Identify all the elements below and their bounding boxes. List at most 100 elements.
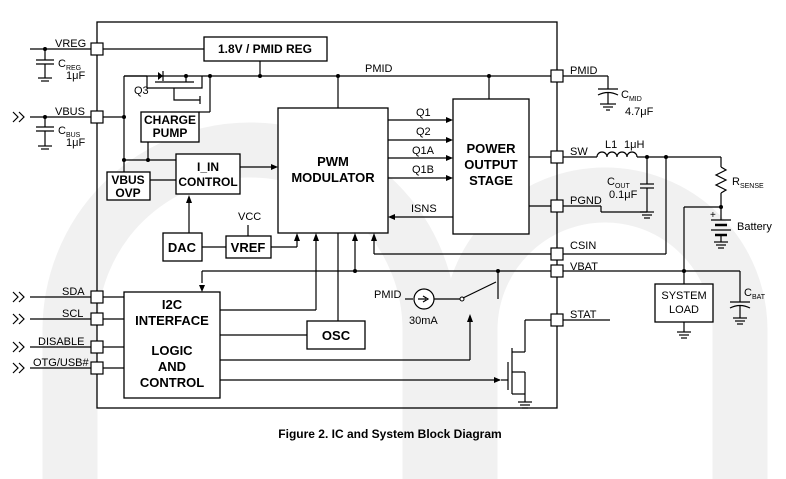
logic-label-2: AND bbox=[158, 359, 186, 374]
l1-value: 1μH bbox=[624, 139, 644, 151]
input-arrow-icons bbox=[12, 111, 25, 374]
sw-pin bbox=[550, 150, 564, 164]
cbus-value: 1μF bbox=[66, 137, 85, 149]
rsense-name: R bbox=[732, 176, 740, 188]
otg-pin bbox=[90, 361, 104, 375]
pmid-label: PMID bbox=[570, 65, 598, 77]
system-load-label-2: LOAD bbox=[669, 304, 699, 316]
csin-pin bbox=[550, 247, 564, 261]
isns-label: ISNS bbox=[411, 203, 437, 215]
pmid-pin bbox=[550, 69, 564, 83]
charge-pump-label-1: CHARGE bbox=[144, 113, 196, 127]
cout-name: C bbox=[607, 176, 615, 188]
power-label-2: OUTPUT bbox=[464, 157, 518, 172]
vbat-label: VBAT bbox=[570, 261, 598, 273]
q1-label: Q1 bbox=[416, 107, 431, 119]
charge-switch bbox=[462, 281, 497, 299]
q1a-label: Q1A bbox=[412, 145, 435, 157]
vbus-label: VBUS bbox=[55, 106, 85, 118]
svg-text:CBUS: CBUS bbox=[58, 125, 81, 139]
creg-capacitor: CREG 1μF bbox=[36, 49, 85, 82]
i2c-label-2: INTERFACE bbox=[135, 313, 209, 328]
osc-label: OSC bbox=[322, 328, 351, 343]
cout-value: 0.1μF bbox=[609, 189, 638, 201]
cmid-name: C bbox=[621, 89, 629, 101]
creg-sub: REG bbox=[66, 65, 81, 72]
reg-label: 1.8V / PMID REG bbox=[218, 42, 312, 56]
battery-icon: + bbox=[710, 207, 731, 249]
pmid-bus-label: PMID bbox=[365, 63, 393, 75]
i2c-label-1: I2C bbox=[162, 297, 183, 312]
disable-label: DISABLE bbox=[38, 336, 84, 348]
vcc-label: VCC bbox=[238, 211, 261, 223]
right-pins: PMID SW PGND CSIN VBAT STAT bbox=[550, 65, 602, 327]
left-pins: VREG VBUS SDA SCL DISABLE OTG/USB# bbox=[12, 38, 104, 375]
cmid-value: 4.7μF bbox=[625, 106, 654, 118]
cout-sub: OUT bbox=[615, 183, 631, 190]
osc-block bbox=[306, 320, 366, 350]
i-in-label-2: CONTROL bbox=[178, 175, 237, 189]
q2-label: Q2 bbox=[416, 126, 431, 138]
i-in-control-block bbox=[175, 153, 241, 195]
cbus-sub: BUS bbox=[66, 132, 81, 139]
vreg-label: VREG bbox=[55, 38, 86, 50]
vbus-ovp-block bbox=[106, 171, 151, 201]
vbus-ovp-label-2: OVP bbox=[115, 186, 140, 200]
vref-label: VREF bbox=[231, 240, 266, 255]
creg-value: 1μF bbox=[66, 70, 85, 82]
disable-pin bbox=[90, 340, 104, 354]
stat-label: STAT bbox=[570, 309, 597, 321]
power-label-3: STAGE bbox=[469, 173, 513, 188]
system-load-block bbox=[654, 283, 714, 323]
csin-label: CSIN bbox=[570, 240, 596, 252]
pwm-label-1: PWM bbox=[317, 154, 349, 169]
l1-name: L1 bbox=[605, 139, 617, 151]
charge-pump-label-2: PUMP bbox=[153, 126, 188, 140]
svg-text:+: + bbox=[710, 210, 716, 221]
q1b-label: Q1B bbox=[412, 164, 434, 176]
cbat-sub: BAT bbox=[752, 294, 766, 301]
inductor-icon bbox=[596, 151, 638, 158]
pmid-source-label: PMID bbox=[374, 289, 402, 301]
svg-text:COUT: COUT bbox=[607, 176, 630, 190]
system-load-label-1: SYSTEM bbox=[661, 290, 706, 302]
cbat-name: C bbox=[744, 287, 752, 299]
i-in-label-1: I_IN bbox=[197, 160, 219, 174]
svg-text:CMID: CMID bbox=[621, 89, 642, 103]
creg-name: C bbox=[58, 58, 66, 70]
vbus-ovp-label-1: VBUS bbox=[111, 173, 144, 187]
otg-label: OTG/USB# bbox=[33, 357, 90, 369]
cmid-sub: MID bbox=[629, 96, 642, 103]
pwm-label-2: MODULATOR bbox=[291, 170, 375, 185]
sda-label: SDA bbox=[62, 286, 85, 298]
gate-signals: Q1 Q2 Q1A Q1B ISNS bbox=[388, 107, 453, 220]
rsense-resistor-icon bbox=[714, 166, 728, 194]
stat-pin bbox=[550, 313, 564, 327]
battery-label: Battery bbox=[737, 221, 772, 233]
vbus-pin bbox=[90, 110, 104, 124]
vreg-pin bbox=[90, 42, 104, 56]
watermark bbox=[42, 122, 768, 479]
cbus-name: C bbox=[58, 125, 66, 137]
pwm-modulator-block bbox=[277, 107, 389, 234]
ic-boundary bbox=[96, 21, 558, 409]
figure-caption: Figure 2. IC and System Block Diagram bbox=[278, 427, 501, 441]
svg-text:RSENSE: RSENSE bbox=[732, 176, 764, 190]
sw-label: SW bbox=[570, 146, 588, 158]
power-label-1: POWER bbox=[466, 141, 516, 156]
stat-fet bbox=[501, 319, 551, 409]
power-output-stage-block bbox=[452, 98, 530, 235]
q3-transistor: Q3 bbox=[123, 71, 212, 117]
q3-label: Q3 bbox=[134, 85, 149, 97]
reg-block bbox=[203, 36, 328, 62]
svg-text:CREG: CREG bbox=[58, 58, 81, 72]
logic-label-1: LOGIC bbox=[151, 343, 193, 358]
dac-label: DAC bbox=[168, 240, 197, 255]
svg-text:CBAT: CBAT bbox=[744, 287, 766, 301]
cbus-capacitor: CBUS 1μF bbox=[36, 117, 85, 150]
rsense-sub: SENSE bbox=[740, 183, 764, 190]
vbat-pin bbox=[550, 264, 564, 278]
scl-pin bbox=[90, 312, 104, 326]
current-label: 30mA bbox=[409, 315, 438, 327]
